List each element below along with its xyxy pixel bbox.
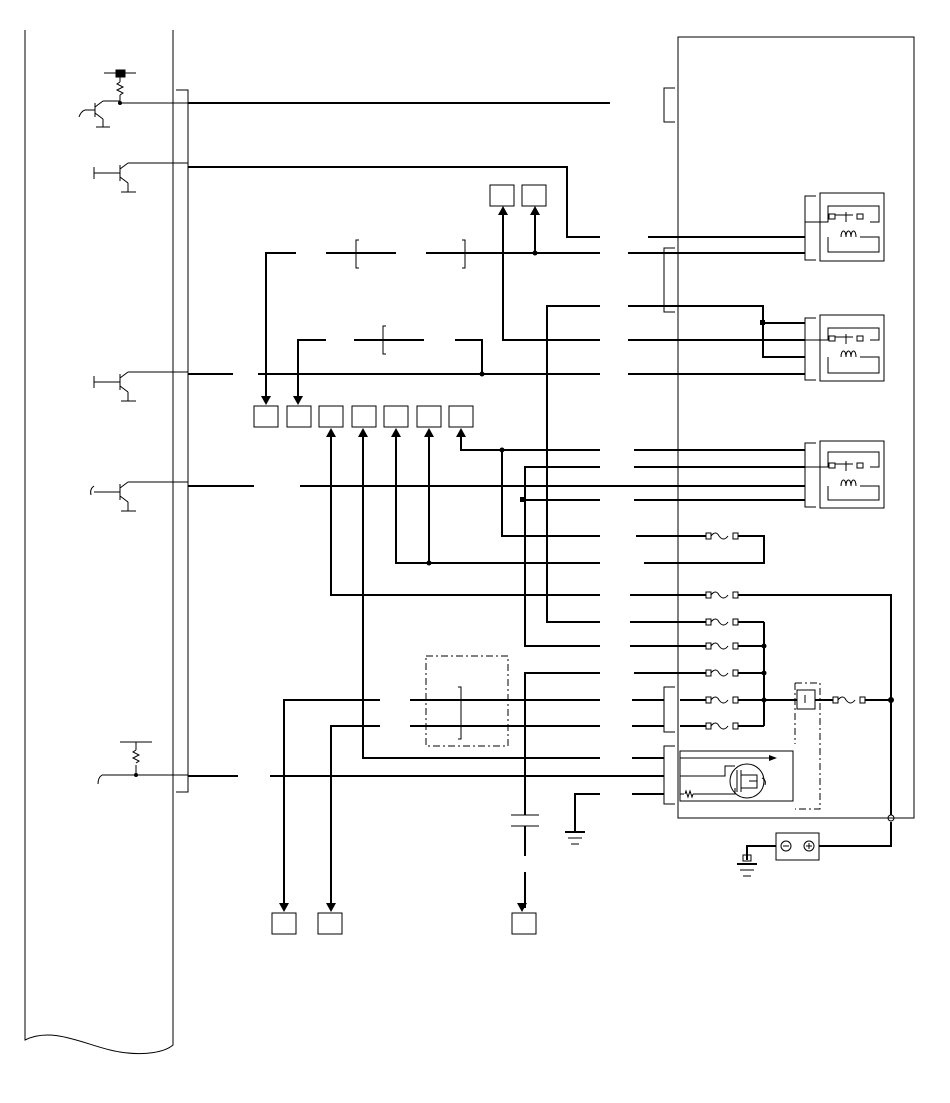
fuse	[680, 618, 764, 626]
fuse	[680, 591, 892, 815]
ground-symbol	[565, 823, 585, 845]
connector-box	[271, 912, 297, 935]
transistor-driver-1	[78, 69, 188, 128]
connector-box	[448, 405, 474, 428]
connector-boxes	[253, 184, 547, 935]
fuse	[680, 722, 764, 730]
connector-box	[511, 912, 537, 935]
transistor-driver-4	[90, 481, 188, 512]
transistor-driver-3	[93, 371, 188, 402]
fuse	[680, 532, 765, 564]
fuse	[680, 642, 764, 650]
connector-box	[286, 405, 312, 428]
main-fuse	[796, 689, 891, 710]
fuses	[680, 532, 894, 815]
connector-box	[351, 405, 377, 428]
mosfet-module	[679, 750, 794, 802]
fuse	[680, 696, 797, 704]
connector-box	[253, 405, 279, 428]
control-module	[24, 30, 189, 1055]
connector-box	[317, 912, 343, 935]
connector-box	[383, 405, 409, 428]
connector-brackets	[663, 247, 675, 805]
relay-3	[804, 440, 885, 509]
connector-box	[318, 405, 344, 428]
fuse	[680, 669, 764, 677]
battery	[737, 700, 895, 877]
relay-2	[804, 314, 885, 382]
harness-wires	[188, 87, 805, 908]
arrow-heads	[261, 206, 540, 912]
connector-box	[489, 184, 515, 207]
relay-1	[804, 192, 885, 262]
switch-enclosure	[425, 655, 509, 747]
connector-box	[416, 405, 442, 428]
input-pullup	[97, 741, 188, 785]
connector-box	[521, 184, 547, 207]
transistor-driver-2	[93, 162, 188, 193]
fuse-relay-box	[677, 36, 915, 819]
